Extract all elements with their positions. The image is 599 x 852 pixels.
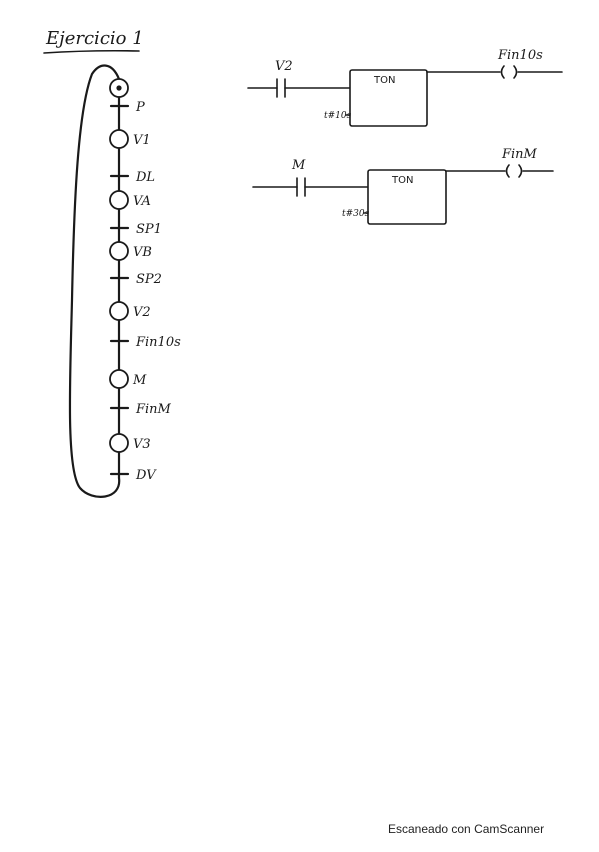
grafcet-step-label: VA	[133, 194, 151, 209]
coil-label: Fin10s	[497, 48, 543, 63]
grafcet-step-label: V3	[133, 437, 151, 452]
grafcet-step-label: VB	[133, 245, 152, 260]
grafcet-transition-label: DV	[135, 468, 157, 483]
grafcet-step-label: M	[132, 373, 147, 388]
page-title: Ejercicio 1	[45, 28, 144, 49]
coil-left-arc	[505, 164, 510, 178]
timer-type-label: TON	[373, 75, 395, 86]
title-underline	[43, 49, 140, 54]
coil-right-arc	[513, 65, 518, 79]
grafcet-step	[109, 241, 129, 261]
grafcet-transition-label: SP2	[136, 272, 162, 287]
grafcet-transition-label: P	[135, 100, 145, 115]
grafcet-transition-label: DL	[135, 170, 155, 185]
timer-preset-label: t#30s	[342, 209, 370, 219]
coil-left-arc	[500, 65, 505, 79]
grafcet-step	[109, 129, 129, 149]
grafcet-transition-label: SP1	[136, 222, 162, 237]
grafcet-step	[109, 369, 129, 389]
initial-step-dot	[116, 85, 122, 91]
grafcet-transition-label: FinM	[135, 402, 172, 417]
grafcet-step	[109, 433, 129, 453]
contact-label: M	[291, 158, 306, 173]
grafcet-step-label: V2	[133, 305, 151, 320]
grafcet-step	[109, 301, 129, 321]
contact-label: V2	[275, 59, 293, 74]
ton-timer-block	[367, 169, 447, 225]
scanner-watermark: Escaneado con CamScanner	[388, 822, 545, 836]
ton-timer-block	[349, 69, 428, 127]
grafcet-return-loop	[68, 64, 121, 498]
timer-type-label: TON	[391, 175, 413, 186]
grafcet-transition-label: Fin10s	[135, 335, 181, 350]
timer-preset-label: t#10s	[324, 111, 352, 121]
coil-right-arc	[518, 164, 523, 178]
grafcet-step-label: V1	[133, 133, 151, 148]
coil-label: FinM	[501, 147, 538, 162]
grafcet-step	[109, 190, 129, 210]
